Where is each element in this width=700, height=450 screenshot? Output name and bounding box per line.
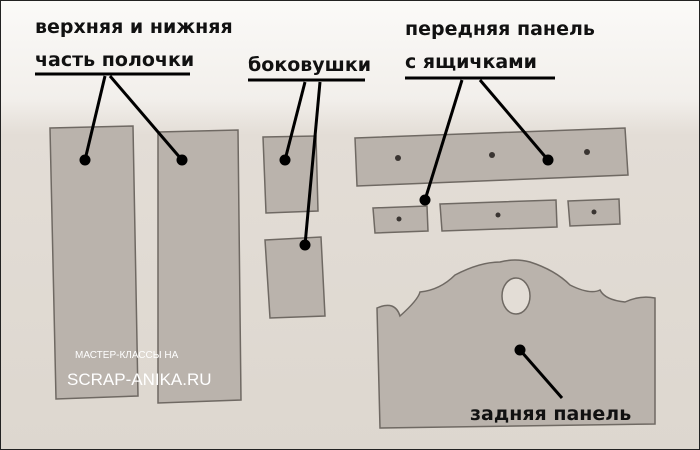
back-panel-piece — [376, 259, 656, 429]
pointer-line — [108, 75, 184, 161]
watermark-line1: МАСТЕР-КЛАССЫ НА — [75, 350, 179, 361]
pointer-dot — [514, 344, 526, 356]
pointer-dot — [79, 154, 91, 166]
watermark-line2: SCRAP-ANIKA.RU — [67, 370, 212, 389]
pointer-line — [83, 75, 107, 161]
bottom-shelf-piece — [157, 129, 242, 404]
pointer-line — [303, 81, 322, 246]
pointer-dot — [279, 154, 291, 166]
top-shelf-piece — [49, 125, 139, 400]
label-sides: боковушки — [248, 54, 371, 76]
pointer-dots — [79, 154, 554, 356]
pointer-dot — [419, 194, 431, 206]
pointer-lines — [35, 72, 564, 399]
label-back: задняя панель — [470, 403, 631, 425]
label-top-bottom-line2: часть полочки — [35, 49, 194, 71]
pointer-line — [283, 81, 307, 161]
front-panel-hole — [395, 155, 401, 161]
drill-holes — [395, 149, 597, 222]
front-panel-hole — [489, 152, 495, 158]
pointer-line — [518, 349, 564, 399]
label-top-bottom-line1: верхняя и нижняя — [35, 16, 233, 38]
front-panel-hole — [584, 149, 590, 155]
drawer-front-hole — [591, 209, 597, 215]
pointer-dot — [299, 239, 311, 251]
pointer-line — [423, 79, 464, 201]
pointer-dot — [542, 154, 554, 166]
drawer-front-hole — [396, 216, 402, 222]
side-piece-2 — [264, 236, 326, 319]
drawer-front-hole — [495, 212, 501, 218]
label-front-line2: с ящичками — [405, 51, 537, 73]
label-front-line1: передняя панель — [405, 18, 595, 40]
side-piece-1 — [262, 135, 319, 214]
pointer-line — [478, 79, 550, 161]
pointer-dot — [176, 154, 188, 166]
back-panel-hole — [501, 277, 531, 315]
